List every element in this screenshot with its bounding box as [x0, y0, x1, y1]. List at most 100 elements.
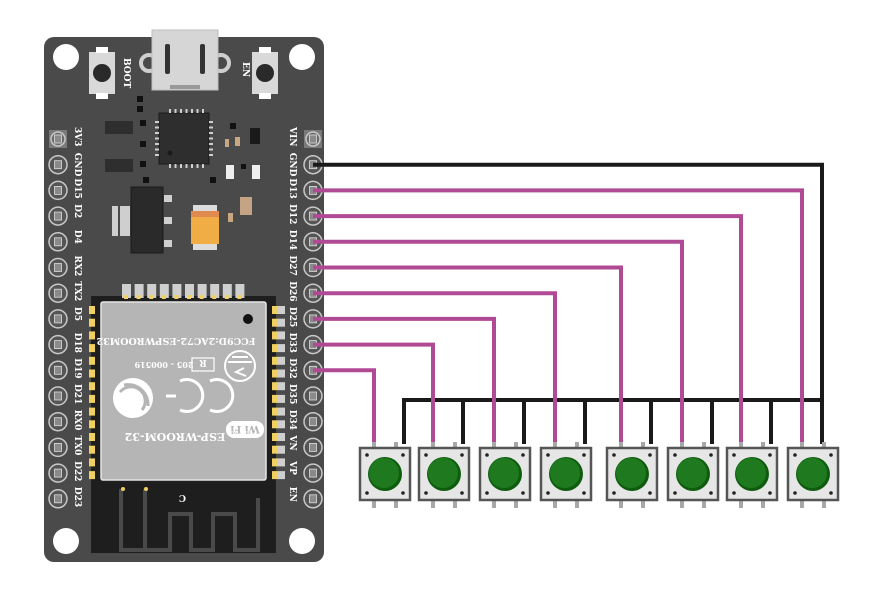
pin-label: D12	[287, 204, 297, 224]
pin-left-tx0[interactable]	[48, 437, 68, 458]
pin-left-rx2[interactable]	[48, 257, 68, 278]
button-cap[interactable]	[369, 458, 399, 488]
pin-label: D26	[287, 281, 297, 301]
mounting-hole	[53, 44, 79, 70]
pin-label: D27	[287, 256, 297, 276]
pin-right-d35[interactable]	[303, 386, 323, 406]
module-label: ESP-WROOM-32	[125, 430, 226, 443]
pin-left-d19[interactable]	[48, 360, 68, 381]
pin-label: D22	[72, 461, 82, 481]
button-2[interactable]	[417, 442, 471, 508]
ground-bus-wire	[402, 398, 822, 444]
telec-mark-icon	[224, 350, 256, 382]
pin-label: D34	[287, 410, 297, 430]
signal-wire-d33	[313, 342, 435, 444]
wires	[313, 162, 824, 444]
pin-left-d21[interactable]	[48, 386, 68, 406]
ce-mark-icon	[166, 378, 235, 413]
button-cap[interactable]	[428, 458, 458, 488]
pin-label: GND	[72, 153, 82, 177]
button-7[interactable]	[725, 442, 779, 508]
voltage-regulator	[112, 186, 172, 254]
espressif-logo-icon	[113, 378, 153, 418]
pin-label: D23	[72, 487, 82, 507]
boot-button[interactable]	[89, 47, 115, 99]
pin-label: D14	[287, 230, 297, 250]
pin-label: VIN	[287, 126, 297, 146]
ground-wire	[313, 162, 824, 444]
pin-right-en[interactable]	[303, 489, 323, 509]
boot-label: BOOT	[121, 58, 131, 88]
pin-label: VP	[287, 460, 297, 475]
pin-left-d18[interactable]	[48, 334, 68, 355]
pin-left-tx2[interactable]	[48, 283, 68, 303]
pin-label: 3V3	[72, 127, 82, 147]
wifi-logo-icon: Wi Fi	[226, 421, 264, 438]
left-header: 3V3GNDD15D2D4RX2TX2D5D18D19D21RX0TX0D22D…	[48, 127, 82, 509]
pin-left-d22[interactable]	[48, 463, 68, 483]
signal-wire-d26	[313, 291, 557, 444]
en-button-label: EN	[240, 62, 250, 77]
pin-label: TX0	[72, 435, 82, 455]
pin-left-d4[interactable]	[48, 232, 68, 252]
signal-wire-d25	[313, 316, 496, 444]
pin-label: RX2	[72, 256, 82, 277]
right-header: VINGNDD13D12D14D27D26D25D33D32D35D34VNVP…	[287, 126, 323, 509]
usb-uart-chip	[155, 109, 213, 168]
pin-label: TX2	[72, 281, 82, 301]
wifi-logo-text: Wi Fi	[230, 423, 260, 434]
pin-left-d23[interactable]	[48, 489, 68, 509]
esp-wroom-32-module: FCC9D:2AC72-ESPWROOM32 R 205 - 000519	[96, 301, 267, 481]
button-cap[interactable]	[616, 458, 646, 488]
button-8[interactable]	[786, 442, 840, 508]
button-3[interactable]	[478, 442, 532, 508]
pin-left-d2[interactable]	[48, 206, 68, 226]
pin-right-d34[interactable]	[303, 411, 323, 432]
pin-label: D15	[72, 178, 82, 198]
smd-components	[137, 96, 260, 222]
button-cap[interactable]	[550, 458, 580, 488]
pin-label: D18	[72, 333, 82, 353]
pin-label: GND	[287, 153, 297, 177]
button-cap[interactable]	[797, 458, 827, 488]
pin-label: D25	[287, 307, 297, 327]
pin-label: D2	[72, 204, 82, 218]
button-1[interactable]	[358, 442, 412, 508]
pin-label: D35	[287, 384, 297, 404]
signal-wire-d32	[313, 368, 376, 444]
en-button[interactable]	[252, 47, 278, 99]
button-6[interactable]	[666, 442, 720, 508]
pin-label: D19	[72, 358, 82, 378]
button-4[interactable]	[539, 442, 593, 508]
pin-label: VN	[287, 434, 297, 450]
module-pads	[122, 284, 245, 299]
module-side-pads	[89, 306, 285, 480]
pin-left-3v3[interactable]	[49, 130, 67, 148]
pin-label: RX0	[72, 410, 82, 431]
button-cap[interactable]	[489, 458, 519, 488]
pin-left-rx0[interactable]	[48, 411, 68, 432]
mounting-hole	[289, 44, 315, 70]
pin-left-gnd[interactable]	[48, 154, 68, 175]
esp32-board: BOOT EN	[44, 29, 324, 562]
pin-right-vp[interactable]	[303, 463, 323, 483]
pin-label: D13	[287, 178, 297, 198]
pin-left-d15[interactable]	[48, 180, 68, 201]
pin-left-d5[interactable]	[48, 309, 68, 329]
button-5[interactable]	[605, 442, 659, 508]
signal-wire-d27	[313, 265, 623, 444]
button-cap[interactable]	[736, 458, 766, 488]
button-cap[interactable]	[677, 458, 707, 488]
mounting-hole	[53, 528, 79, 554]
antenna-label: C	[179, 492, 186, 502]
push-buttons	[358, 442, 840, 508]
fcc-label: FCC9D:2AC72-ESPWROOM32	[96, 335, 255, 346]
mounting-hole	[289, 528, 315, 554]
pin-right-vn[interactable]	[303, 437, 323, 458]
pin-label: D33	[287, 333, 297, 353]
pin-label: D4	[72, 230, 82, 244]
pin-right-vin[interactable]	[304, 130, 322, 148]
signal-wire-d13	[313, 188, 804, 444]
pin-label: D5	[72, 307, 82, 321]
